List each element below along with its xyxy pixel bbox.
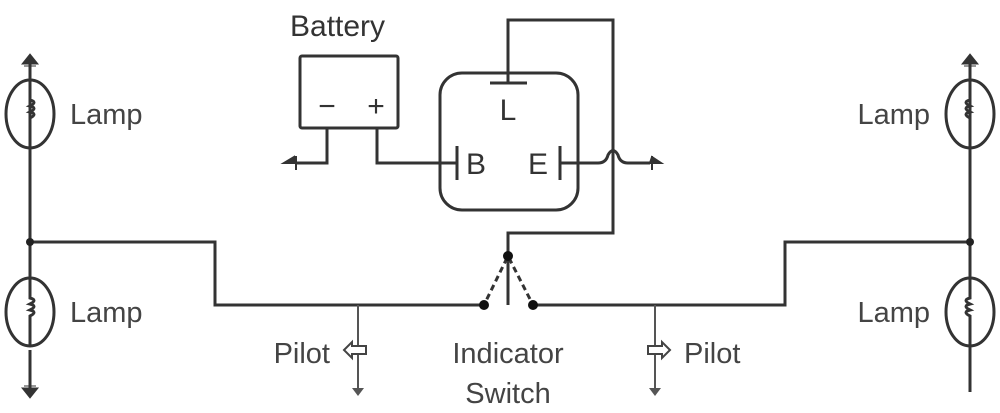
indicator-label: Indicator: [452, 338, 564, 370]
battery: Battery − +: [280, 10, 457, 170]
terminal-b: B: [466, 148, 486, 181]
arrow-right-icon: [647, 339, 672, 361]
left-lamp-branch: Lamp Lamp: [4, 53, 484, 399]
lamp-left-bottom: [4, 276, 56, 348]
pilot-label: Pilot: [274, 338, 330, 370]
pilot-label: Pilot: [684, 338, 740, 370]
ground-icon: [648, 155, 665, 170]
lamp-left-top: [4, 78, 56, 150]
ground-icon: [280, 155, 297, 170]
lamp-label: Lamp: [70, 297, 143, 329]
flasher-unit: L B E: [438, 18, 665, 256]
battery-label: Battery: [290, 10, 385, 43]
pilot-right: Pilot: [647, 305, 740, 396]
lamp-label: Lamp: [70, 99, 143, 131]
terminal-l: L: [500, 94, 517, 127]
lamp-label: Lamp: [857, 99, 930, 131]
indicator-switch[interactable]: Indicator Switch: [452, 251, 564, 410]
battery-minus: −: [318, 90, 336, 123]
terminal-e: E: [528, 148, 548, 181]
junction-dot: [966, 238, 974, 246]
switch-label: Switch: [465, 378, 550, 410]
ground-icon: [960, 53, 980, 67]
pilot-left: Pilot: [274, 305, 367, 396]
battery-plus: +: [367, 90, 385, 123]
ground-icon: [20, 53, 40, 67]
lamp-right-bottom: [944, 276, 996, 348]
ground-icon: [20, 385, 40, 399]
lamp-right-top: [944, 78, 996, 150]
right-lamp-branch: Lamp Lamp: [533, 53, 996, 392]
junction-dot: [26, 238, 34, 246]
arrow-left-icon: [342, 339, 367, 361]
lamp-label: Lamp: [857, 297, 930, 329]
